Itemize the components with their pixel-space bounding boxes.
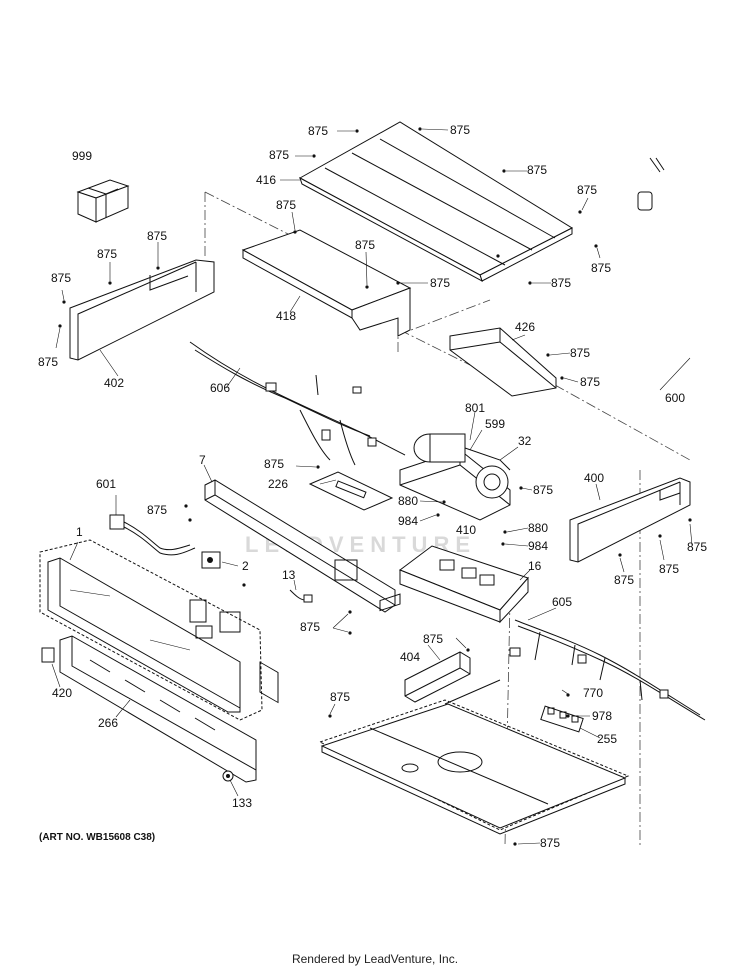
blower-assembly-32 — [399, 433, 523, 546]
callout-c11: 875 — [51, 271, 71, 285]
callout-c45: 400 — [584, 471, 604, 485]
side-panel-402 — [58, 259, 215, 361]
callout-c12: 875 — [430, 276, 450, 290]
callout-c54: 266 — [98, 716, 118, 730]
callout-c33: 426 — [515, 320, 535, 334]
switch-2 — [201, 551, 246, 587]
callout-c29: 416 — [256, 173, 276, 187]
callout-c30: 418 — [276, 309, 296, 323]
callout-c57: 255 — [597, 732, 617, 746]
callout-c34: 606 — [210, 381, 230, 395]
callout-c22: 875 — [614, 573, 634, 587]
base-plate — [318, 593, 630, 846]
callout-c28: 999 — [72, 149, 92, 163]
harness-605 — [509, 619, 706, 721]
callout-c48: 2 — [242, 559, 249, 573]
bracket-426 — [449, 327, 564, 397]
callout-c49: 13 — [282, 568, 296, 582]
callout-c36: 599 — [485, 417, 505, 431]
top-panel-416 — [298, 121, 598, 285]
callout-c2: 875 — [450, 123, 470, 137]
terminal-block-255 — [540, 693, 584, 733]
callout-c24: 875 — [423, 632, 443, 646]
callout-c32: 600 — [665, 391, 685, 405]
callout-c21: 875 — [659, 562, 679, 576]
callout-c40: 880 — [398, 494, 418, 508]
callout-c17: 875 — [264, 457, 284, 471]
callout-c35: 801 — [465, 401, 485, 415]
hose-600 — [637, 157, 708, 359]
callout-c42: 410 — [456, 523, 476, 537]
leader-lines — [51, 128, 693, 845]
callout-c15: 875 — [570, 346, 590, 360]
callout-c9: 875 — [97, 247, 117, 261]
callout-c53: 420 — [52, 686, 72, 700]
callout-c38: 7 — [199, 453, 206, 467]
callout-labels: 875 875 875 875 875 875 875 875 875 875 … — [38, 123, 707, 850]
callout-c13: 875 — [551, 276, 571, 290]
callout-c8: 875 — [355, 238, 375, 252]
callout-c25: 875 — [330, 690, 350, 704]
callout-c26: 875 — [540, 836, 560, 850]
callout-c6: 875 — [276, 198, 296, 212]
callout-c20: 875 — [687, 540, 707, 554]
callout-c58: 133 — [232, 796, 252, 810]
bracket-404 — [404, 648, 471, 703]
callout-c19: 875 — [147, 503, 167, 517]
callout-c39: 226 — [268, 477, 288, 491]
callout-c3: 875 — [269, 148, 289, 162]
callout-c44: 984 — [528, 539, 548, 553]
callout-c4: 875 — [527, 163, 547, 177]
callout-c55: 770 — [583, 686, 603, 700]
callout-c7: 875 — [147, 229, 167, 243]
callout-c51: 605 — [552, 595, 572, 609]
callout-c5: 875 — [577, 183, 597, 197]
control-board-16 — [348, 545, 529, 635]
package-box-999 — [76, 179, 130, 223]
wire-harness-606 — [189, 341, 406, 466]
callout-c52: 404 — [400, 650, 420, 664]
callout-c23: 875 — [300, 620, 320, 634]
callout-c14: 875 — [38, 355, 58, 369]
callout-c18: 875 — [533, 483, 553, 497]
sensor-13 — [289, 589, 313, 603]
callout-c41: 984 — [398, 514, 418, 528]
alignment-lines — [204, 191, 691, 846]
callout-c37: 32 — [518, 434, 532, 448]
plate-226 — [308, 465, 394, 511]
callout-c43: 880 — [528, 521, 548, 535]
footer-credit: Rendered by LeadVenture, Inc. — [291, 952, 459, 966]
callout-c56: 978 — [592, 709, 612, 723]
callout-c16: 875 — [580, 375, 600, 389]
callout-c1: 875 — [308, 124, 328, 138]
art-number: (ART NO. WB15608 C38) — [39, 832, 156, 843]
channel-418 — [241, 229, 412, 337]
callout-c31: 402 — [104, 376, 124, 390]
lower-trim-266 — [41, 635, 257, 783]
callout-c50: 16 — [528, 559, 542, 573]
callout-c46: 601 — [96, 477, 116, 491]
callout-c47: 1 — [76, 525, 83, 539]
control-rail-7 — [184, 479, 396, 704]
side-panel-400 — [569, 477, 692, 563]
callout-c10: 875 — [591, 261, 611, 275]
harness-601 — [109, 514, 196, 556]
